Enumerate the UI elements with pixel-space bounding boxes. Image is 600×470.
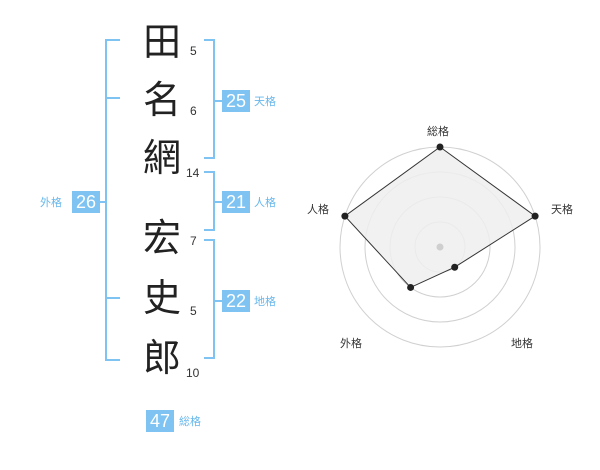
stroke-count-1: 5 bbox=[190, 44, 197, 58]
chikaku-bracket bbox=[204, 239, 215, 359]
chikaku-badge: 22 bbox=[222, 290, 250, 312]
radar-point-1 bbox=[531, 212, 539, 220]
name-kanji-5: 史 bbox=[142, 276, 181, 320]
soukaku-badge: 47 bbox=[146, 410, 174, 432]
gaikaku-badge: 26 bbox=[72, 191, 100, 213]
name-kanji-6: 郎 bbox=[142, 336, 181, 380]
radar-center-dot bbox=[436, 243, 444, 251]
soukaku-label: 総格 bbox=[179, 415, 201, 428]
radar-axis-label-soukaku: 総格 bbox=[427, 125, 449, 138]
radar-axis-label-jinkaku: 人格 bbox=[307, 203, 329, 216]
stroke-count-5: 5 bbox=[190, 304, 197, 318]
radar-polygon bbox=[344, 146, 536, 289]
tenkaku-badge: 25 bbox=[222, 90, 250, 112]
radar-point-2 bbox=[451, 263, 459, 271]
radar-axis-label-gaikaku: 外格 bbox=[340, 337, 362, 350]
name-kanji-2: 名 bbox=[142, 78, 181, 122]
stroke-count-3: 14 bbox=[186, 166, 200, 180]
name-kanji-3: 網 bbox=[142, 136, 181, 180]
radar-point-3 bbox=[407, 283, 415, 291]
radar-axis-label-chikaku: 地格 bbox=[511, 337, 533, 350]
stroke-count-6: 10 bbox=[186, 366, 200, 380]
radar-point-4 bbox=[341, 212, 349, 220]
name-kanji-4: 宏 bbox=[142, 216, 181, 260]
stroke-count-2: 6 bbox=[190, 104, 197, 118]
name-kanji-1: 田 bbox=[142, 20, 181, 64]
tenkaku-bracket bbox=[204, 39, 215, 159]
radar-point-0 bbox=[436, 143, 444, 151]
radar-axis-label-tenkaku: 天格 bbox=[551, 203, 573, 216]
gaikaku-label: 外格 bbox=[40, 196, 62, 209]
stroke-count-4: 7 bbox=[190, 234, 197, 248]
jinkaku-label: 人格 bbox=[254, 196, 276, 209]
gaikaku-bracket bbox=[105, 39, 120, 361]
chikaku-label: 地格 bbox=[254, 295, 276, 308]
jinkaku-badge: 21 bbox=[222, 191, 250, 213]
tenkaku-label: 天格 bbox=[254, 95, 276, 108]
